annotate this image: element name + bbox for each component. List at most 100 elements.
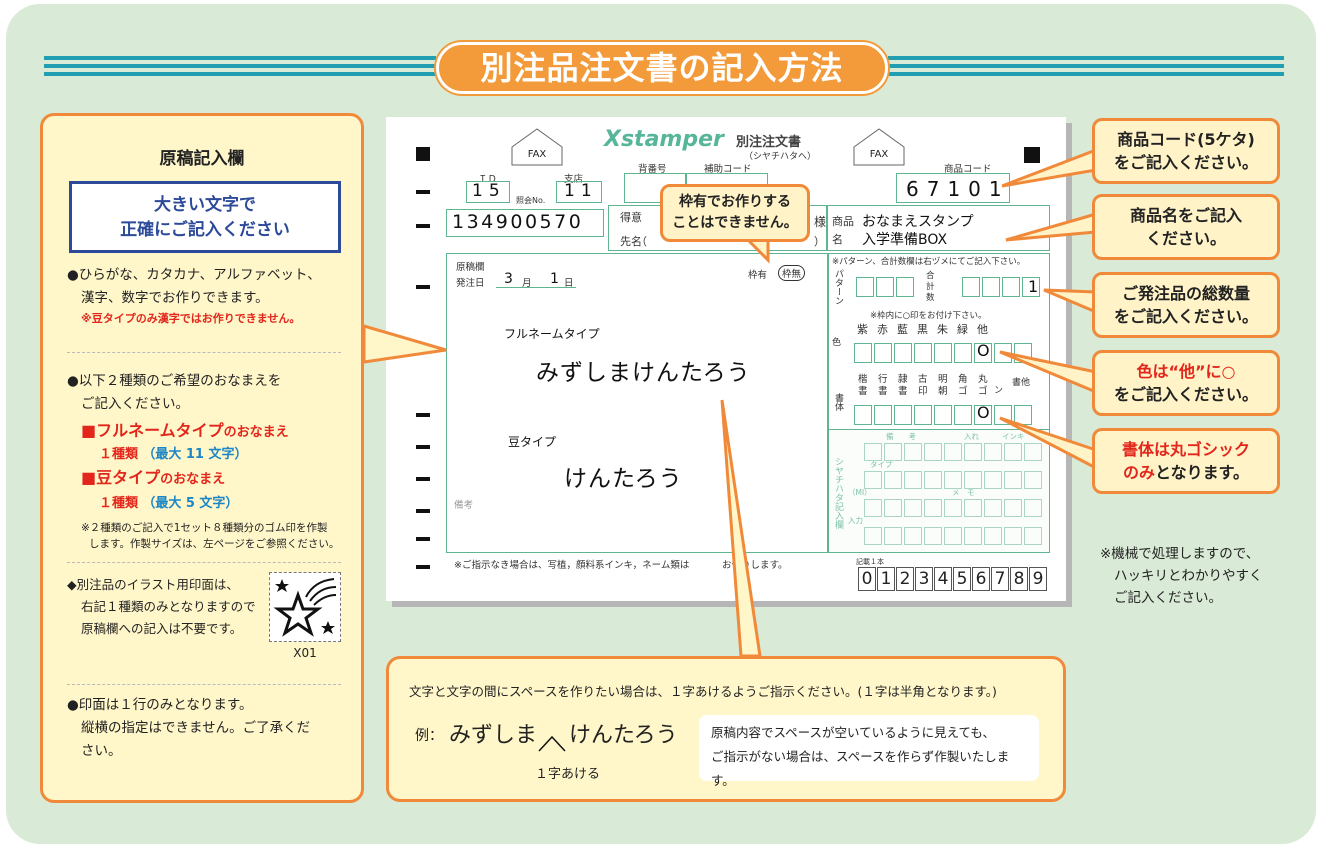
shachihata-label: シヤチハタ記入欄 [833, 457, 843, 529]
digit-sample: 5 [953, 567, 971, 591]
timing-mark [416, 537, 430, 541]
shachihata-cell [1004, 499, 1022, 517]
full-type-label: ■フルネームタイプ [81, 421, 224, 440]
color-cell[interactable] [894, 343, 912, 363]
hojo-label: 補助コード [704, 164, 752, 175]
shachihata-cell [924, 443, 942, 461]
id-label: ＩＤ [478, 174, 498, 185]
font-option: 行 [878, 374, 888, 385]
color-cell[interactable] [874, 343, 892, 363]
bottom-panel: 文字と文字の間にスペースを作りたい場合は、１字あけるようご指示ください。(１字は… [386, 656, 1066, 802]
shachihata-cell [944, 527, 962, 545]
order-form: FAX FAX Xstamper 別注注文書 （シヤチハタへ） 背番号 補助コー… [386, 117, 1066, 601]
example-part: けんたろう [569, 723, 678, 748]
brand-logo: Xstamper [604, 127, 724, 152]
fax-arrow-icon [853, 128, 905, 166]
font-option: 角 [958, 374, 968, 385]
digit-sample: 3 [915, 567, 933, 591]
color-option: 赤 [877, 323, 888, 336]
registration-mark [1024, 147, 1040, 163]
font-cell[interactable] [934, 405, 952, 425]
shachihata-cell [1004, 471, 1022, 489]
sub-header: 入力 [848, 516, 863, 525]
total-cell [1002, 277, 1020, 297]
color-cell[interactable] [914, 343, 932, 363]
registration-mark [416, 147, 430, 161]
pointer-color [999, 350, 1098, 395]
full-name-value: みずしまけんたろう [536, 360, 751, 386]
color-label: 色 [832, 338, 842, 348]
color-cell[interactable] [934, 343, 952, 363]
callout-text: となります。 [1155, 463, 1249, 482]
text-line: ●ひらがな、カタカナ、アルファベット、 [67, 267, 321, 283]
order-month: 3 [504, 271, 513, 287]
color-cell[interactable] [854, 343, 872, 363]
sub-header: （MI） [848, 488, 872, 497]
shachihata-cell [984, 443, 1002, 461]
font-cell[interactable] [974, 405, 992, 425]
para-two-types: ●以下２種類のご希望のおなまえを ご記入ください。 ■フルネームタイプのおなまえ… [67, 370, 352, 552]
customer-no-box [446, 209, 604, 237]
full-type-sub: １種類 （最大 11 文字） [67, 444, 352, 465]
text-line: 原稿欄への記入は不要です。 [81, 621, 243, 636]
digit-sample: 8 [1010, 567, 1028, 591]
para-charset: ●ひらがな、カタカナ、アルファベット、 漢字、数字でお作りできます。 ※豆タイプ… [67, 264, 352, 328]
color-mark: O [977, 341, 990, 360]
id-box [466, 181, 510, 203]
font-cell[interactable] [894, 405, 912, 425]
callout-code: 商品コード(5ケタ) をご記入ください。 [1092, 118, 1280, 184]
shachihata-cell [904, 499, 922, 517]
paren: ） [814, 235, 825, 248]
font-cell[interactable] [994, 405, 1012, 425]
kanji-note: ※豆タイプのみ漢字ではお作りできません。 [81, 312, 301, 325]
color-option: 黒 [917, 323, 928, 336]
font-cell[interactable] [954, 405, 972, 425]
count-text: １種類 [99, 447, 139, 462]
shachihata-cell [1004, 527, 1022, 545]
shohin-label: 名 [832, 233, 843, 246]
full-type-line: ■フルネームタイプのおなまえ [67, 420, 352, 444]
pattern-note: ※パターン、合計数欄は右ヅメにてご記入下さい。 [832, 257, 1026, 267]
circle-note: ※枠内に○印をお付け下さい。 [870, 311, 987, 321]
code-box [896, 173, 1010, 203]
font-cell[interactable] [874, 405, 892, 425]
full-type-suffix: のおなまえ [223, 425, 289, 440]
font-option: 楷 [858, 374, 868, 385]
star-icon [273, 578, 337, 637]
color-option: 緑 [957, 323, 968, 336]
title-stripe [888, 56, 1284, 60]
total-label: 合計数 [926, 271, 935, 303]
customer-no: 134900570 [452, 211, 584, 233]
fax-label: FAX [527, 149, 547, 160]
total-value: 1 [1028, 277, 1039, 296]
text-line: ご指示がない場合は、スペースを作らず作製いたします。 [711, 749, 1010, 788]
mame-type-line: ■豆タイプのおなまえ [67, 465, 352, 493]
text-line: さい。 [81, 743, 122, 759]
shachihata-cell [884, 499, 902, 517]
text-line: します。作製サイズは、左ページをご参照ください。 [89, 538, 340, 550]
text-line: 原稿内容でスペースが空いているように見えても、 [711, 725, 996, 740]
font-option: 古 [918, 374, 928, 385]
shachihata-cell [1004, 443, 1022, 461]
font-cell[interactable] [854, 405, 872, 425]
seban-label: 背番号 [638, 164, 667, 175]
font-cell[interactable] [914, 405, 932, 425]
fax-mark: FAX [852, 127, 906, 167]
shachihata-cell [924, 527, 942, 545]
digit-sample: 7 [991, 567, 1009, 591]
text-line: 右記１種類のみとなりますので [81, 599, 256, 614]
color-cell[interactable] [974, 343, 992, 363]
callout-line: 書体は丸ゴシック [1121, 440, 1250, 459]
color-cell[interactable] [954, 343, 972, 363]
code-label: 商品コード [944, 164, 992, 175]
callout-line: 商品コード(5ケタ) [1117, 130, 1255, 149]
space-label: １字あける [535, 767, 601, 782]
pattern-cell [896, 277, 914, 297]
shachihata-cell [904, 443, 922, 461]
shachihata-cell [944, 499, 962, 517]
digit-sample: 9 [1029, 567, 1047, 591]
mame-type-sub: １種類 （最大 5 文字） [67, 493, 352, 514]
mame-type-label: 豆タイプ [508, 435, 557, 449]
para-illustration: ◆別注品のイラスト用印面は、 右記１種類のみとなりますので 原稿欄への記入は不要… [67, 574, 267, 640]
pointer-bottom [720, 399, 762, 658]
